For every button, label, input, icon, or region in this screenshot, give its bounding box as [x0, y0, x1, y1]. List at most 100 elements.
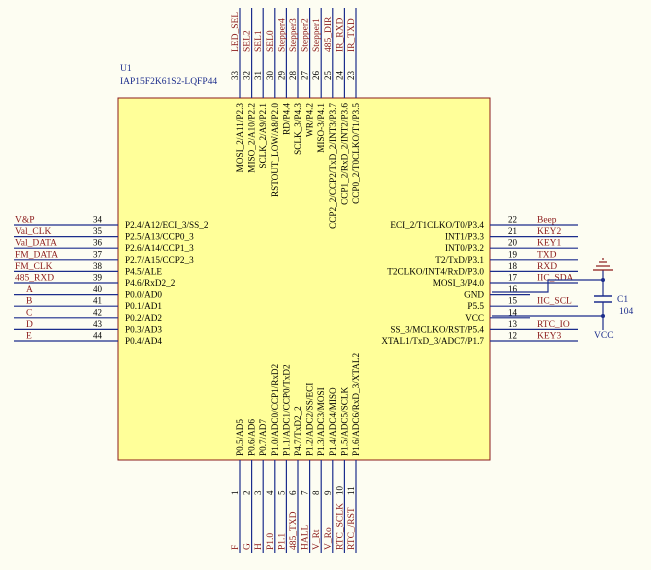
pin-number: 5	[276, 490, 286, 495]
pin-number: 38	[93, 261, 103, 271]
chip-part-number: IAP15F2K61S2-LQFP44	[120, 77, 217, 87]
pin-number: 7	[300, 490, 310, 495]
pin-number: 36	[93, 238, 103, 248]
pin-number: 32	[242, 71, 252, 80]
pin-name: P1.6/ADC6/RxD_3/XTAL2	[351, 352, 361, 456]
net-label-v-p: V&P	[15, 216, 35, 226]
pin-number: 43	[93, 319, 103, 329]
pin-name: P0.6/AD6	[247, 419, 257, 456]
pin-name: VCC	[465, 313, 484, 323]
pin-number: 34	[93, 215, 103, 225]
pin-number: 12	[508, 331, 517, 341]
net-label-sel1: SEL1	[254, 30, 264, 52]
gnd-wire	[492, 270, 604, 293]
pin-number: 20	[508, 238, 518, 248]
net-label-v-ro: V_Ro	[324, 527, 334, 550]
pin-name: P2.6/A14/CCP1_3	[125, 243, 194, 253]
pin-number: 18	[508, 261, 518, 271]
pin-number: 26	[311, 71, 321, 81]
pin-number: 39	[93, 273, 103, 283]
pin-name: SCLK_2/A9/P2.1	[258, 103, 268, 169]
net-label-beep: Beep	[537, 216, 557, 226]
net-label-h: H	[254, 543, 264, 550]
pin-name: RSTOUT_LOW/A8/P2.0	[270, 103, 280, 197]
pin-name: CCP1_2/RxD_2/INT2/P3.6	[339, 103, 349, 205]
pin-name: P2.5/A13/CCP0_3	[125, 232, 194, 242]
pin-number: 10	[334, 486, 344, 496]
pin-name: INT0/P3.2	[445, 243, 484, 253]
pin-name: P0.2/AD2	[125, 313, 162, 323]
net-label-fm-clk: FM_CLK	[15, 262, 53, 272]
net-label-485-dir: 485_DIR	[324, 16, 334, 52]
pin-name: INT1/P3.3	[445, 232, 484, 242]
net-label-rtc-io: RTC_IO	[537, 320, 570, 330]
chip-body	[117, 97, 491, 461]
decoupling-circuit: C1 104 VCC	[492, 258, 634, 341]
net-label-stepper2: Stepper2	[301, 18, 311, 52]
pin-name: P1.4/ADC4/MISO	[328, 387, 338, 456]
pin-number: 15	[508, 296, 518, 306]
net-label-iic-scl: IIC_SCL	[537, 297, 572, 307]
pin-name: P4.6/RxD2_2	[125, 278, 176, 288]
chip-designator: U1	[120, 64, 132, 74]
net-label-ir-txd: IR_TXD	[347, 18, 357, 52]
pin-name: P4.5/ALE	[125, 266, 162, 276]
pin-name: P1.2/ADC2/SS/ECI	[305, 383, 315, 456]
net-label-iic-sda: IIC_SDA	[537, 274, 574, 284]
net-label-txd: TXD	[537, 250, 557, 260]
pin-number: 17	[508, 273, 518, 283]
pin-number: 24	[334, 71, 344, 81]
pin-name: P0.7/AD7	[258, 419, 268, 456]
net-label-key3: KEY3	[537, 332, 562, 342]
pin-number: 9	[323, 490, 333, 495]
pin-name: SS_3/MCLKO/RST/P5.4	[390, 324, 484, 334]
pin-name: P2.7/A15/CCP2_3	[125, 255, 194, 265]
capacitor-ref: C1	[617, 295, 628, 305]
pin-number: 35	[93, 226, 103, 236]
pin-number: 28	[288, 71, 298, 81]
pin-name: P0.0/AD0	[125, 290, 162, 300]
pin-name: MOSI_2/A11/P2.3	[235, 103, 245, 173]
net-label-key1: KEY1	[537, 239, 562, 249]
net-label-rtc-sclk: RTC_SCLK	[335, 503, 345, 550]
pin-name: GND	[464, 290, 484, 300]
pin-number: 21	[508, 226, 517, 236]
pin-number: 41	[93, 296, 102, 306]
pin-name: CCP2_2/CCP2/TxD_2/INT3/P3.7	[328, 103, 338, 229]
net-label-rxd: RXD	[537, 262, 557, 272]
net-label-g: G	[243, 543, 253, 550]
bottom-pin-group: 1P0.5/AD5F2P0.6/AD6G3P0.7/AD7H4P1.0/ADC0…	[230, 352, 361, 553]
net-label-f: F	[231, 545, 241, 550]
net-label-val-clk: Val_CLK	[15, 227, 52, 237]
pin-number: 31	[253, 71, 263, 80]
pin-name: ECI_2/T1CLKO/T0/P3.4	[390, 220, 484, 230]
pin-9: 9 P1.4/ADC4/MISO V_Ro	[323, 387, 338, 553]
pin-number: 23	[346, 71, 356, 81]
net-label-val-data: Val_DATA	[15, 239, 57, 249]
pin-number: 13	[508, 319, 518, 329]
pin-number: 33	[230, 71, 240, 81]
